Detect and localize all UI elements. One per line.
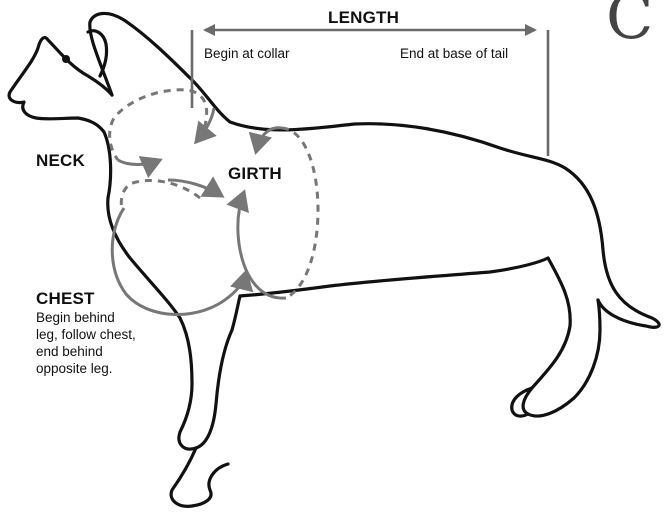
length-label: LENGTH: [328, 8, 399, 28]
dog-hind-leg-outline: [523, 258, 600, 416]
girth-measure-dashed: [282, 128, 318, 298]
girth-measure-arrow: [238, 192, 286, 298]
chest-note-line: Begin behind: [36, 309, 136, 326]
girth-label: GIRTH: [228, 164, 282, 184]
length-start-label: Begin at collar: [204, 46, 290, 61]
dog-eye: [62, 55, 70, 63]
chest-note-line: end behind: [36, 343, 136, 360]
chest-note-line: leg, follow chest,: [36, 326, 136, 343]
dog-belly-outline: [240, 258, 548, 296]
corner-letter: C: [606, 0, 653, 53]
dog-front-paw-outline: [171, 448, 228, 506]
length-arrowhead-right: [525, 24, 537, 36]
chest-label: CHEST: [36, 289, 95, 309]
length-arrowhead-left: [203, 24, 215, 36]
chest-measure-dashed: [121, 180, 200, 210]
neck-label: NECK: [36, 151, 85, 171]
length-end-label: End at base of tail: [400, 46, 508, 61]
dog-snout-outline: [9, 38, 112, 198]
neck-measure-arrow: [118, 160, 160, 165]
chest-note-line: opposite leg.: [36, 360, 136, 377]
chest-note: Begin behind leg, follow chest, end behi…: [36, 309, 136, 377]
